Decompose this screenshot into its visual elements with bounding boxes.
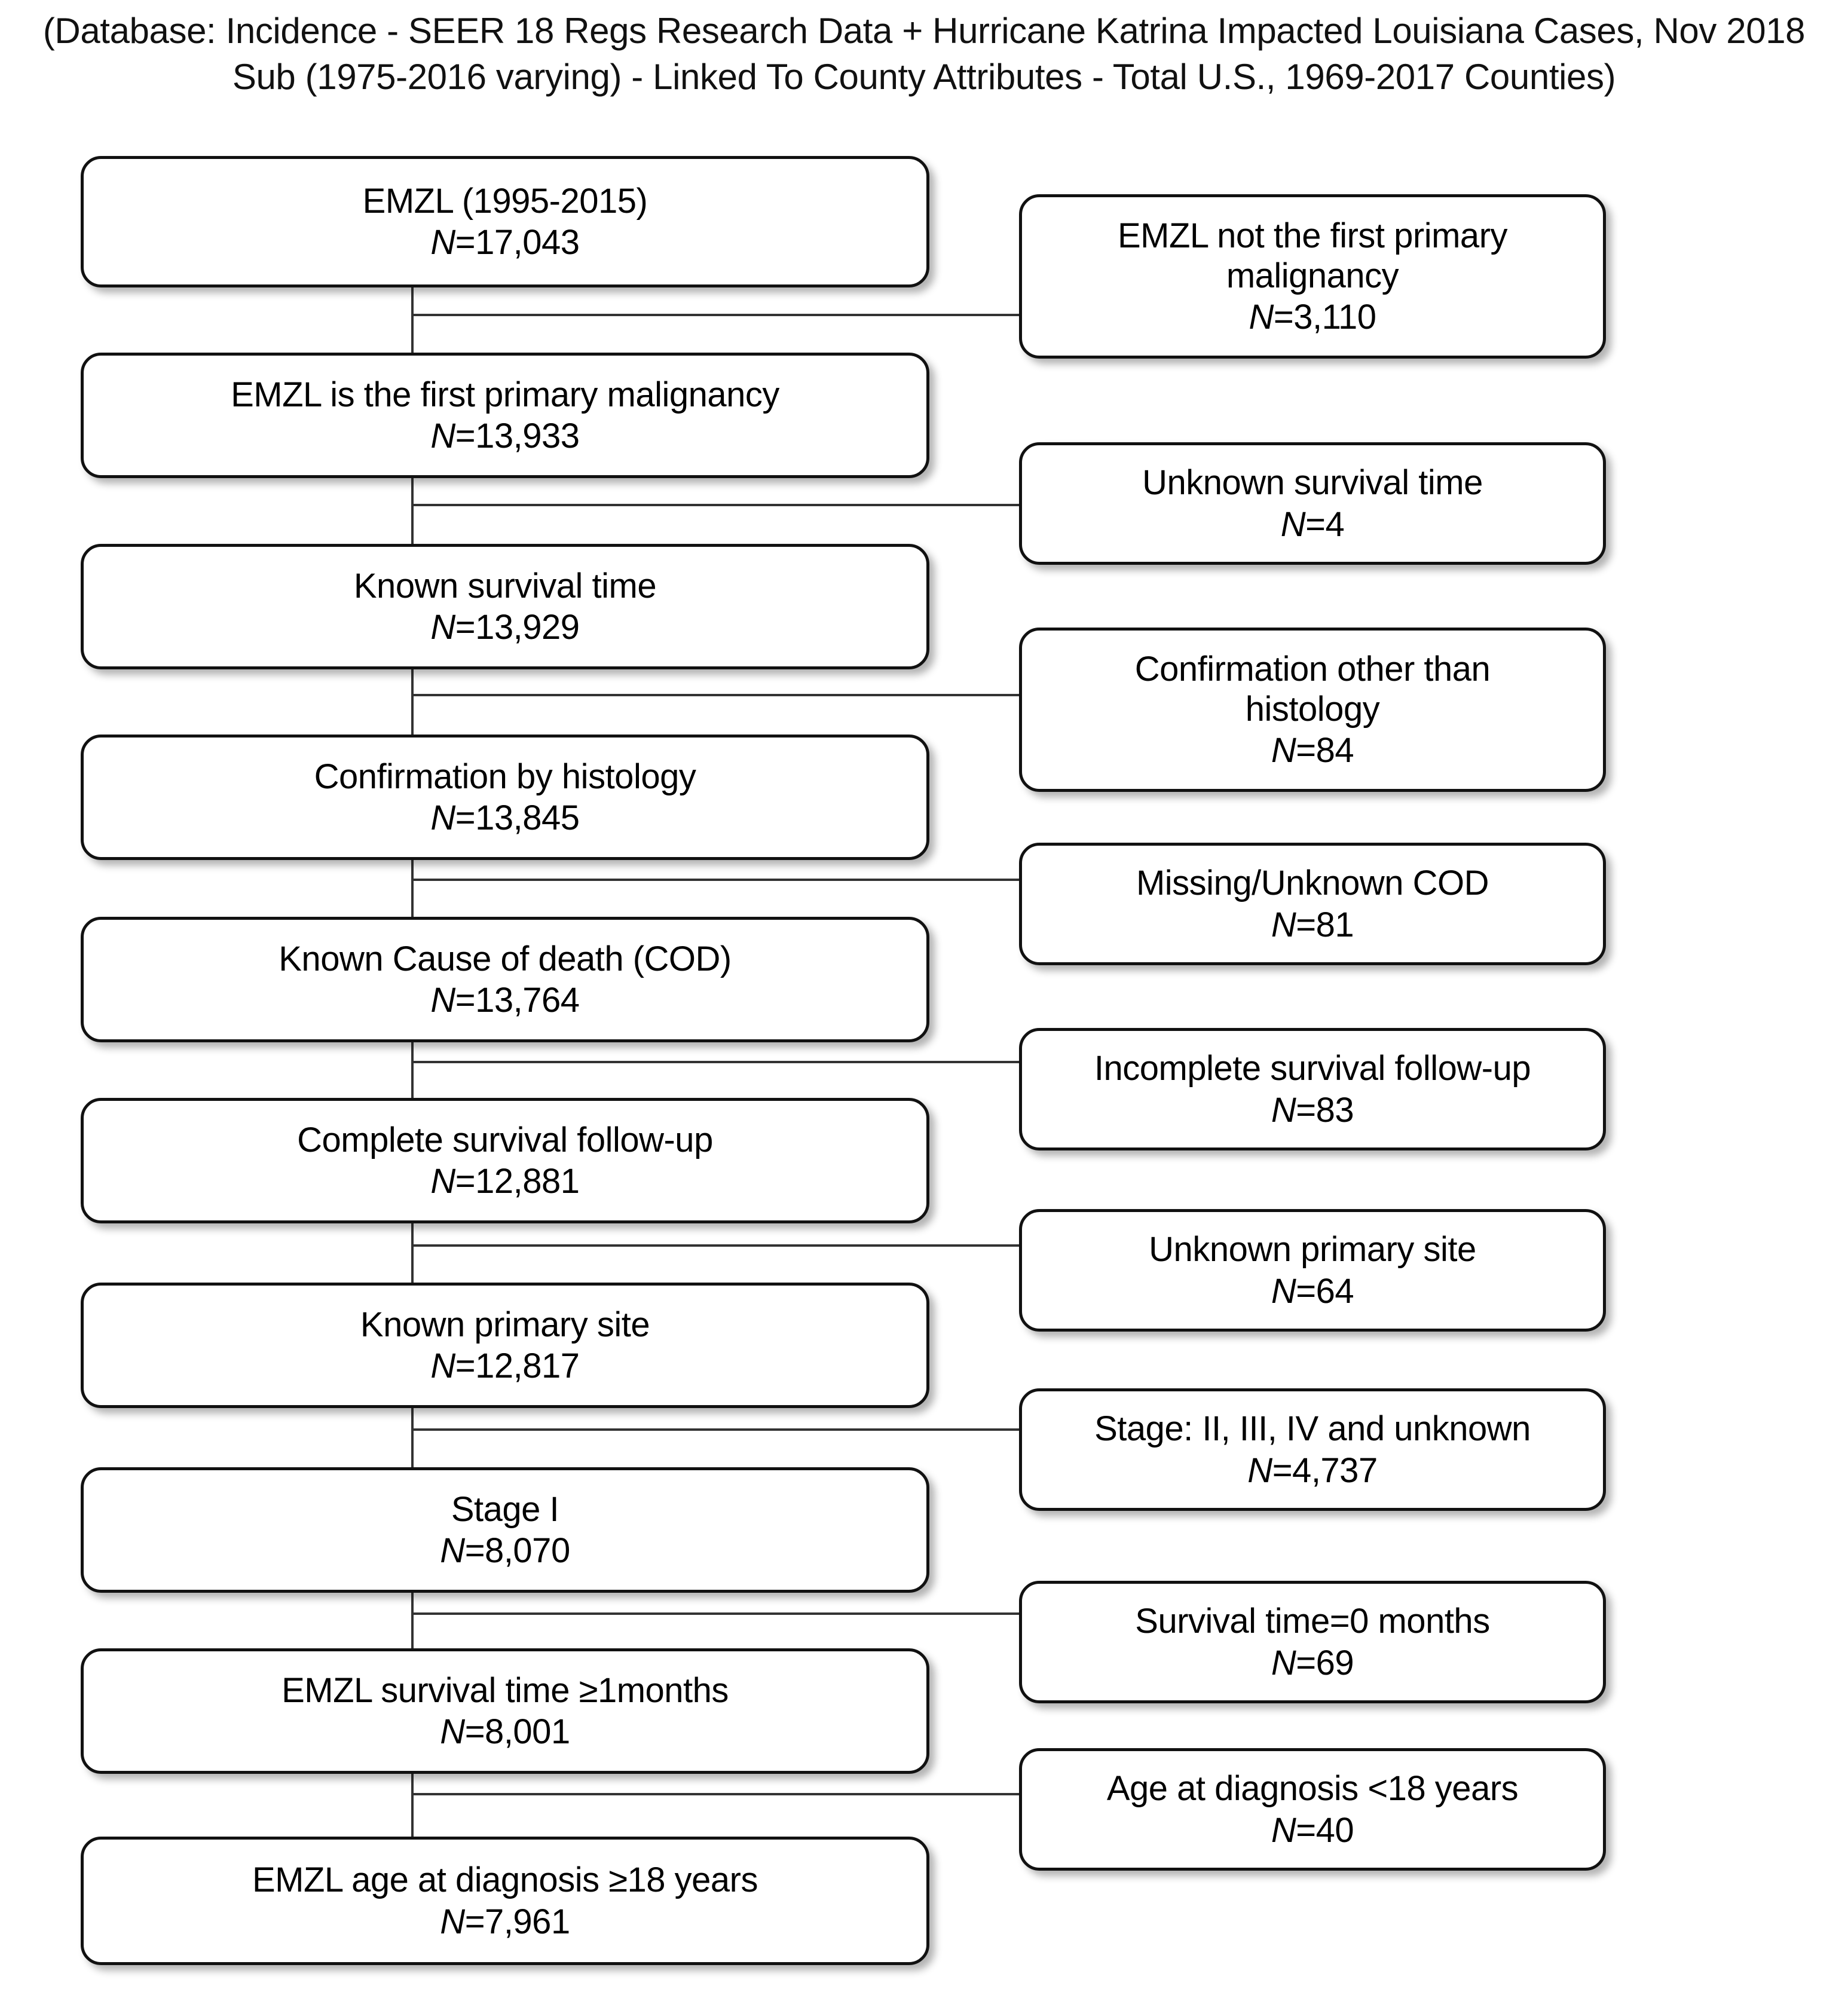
exclusion-node-label: Stage: II, III, IV and unknown — [1094, 1409, 1531, 1449]
flow-node-label: EMZL age at diagnosis ≥18 years — [252, 1861, 758, 1900]
exclusion-node-confirmation-other[interactable]: Confirmation other than histology N=84 — [1019, 628, 1606, 792]
n-symbol: N — [1271, 1810, 1296, 1850]
n-symbol: N — [1271, 1090, 1296, 1130]
n-symbol: N — [430, 798, 455, 837]
flow-node-emzl-total[interactable]: EMZL (1995-2015) N=17,043 — [81, 156, 929, 287]
flow-node-count: N=17,043 — [430, 222, 580, 262]
n-symbol: N — [1280, 504, 1306, 544]
n-symbol: N — [430, 1347, 455, 1385]
flow-node-confirmation-histology[interactable]: Confirmation by histology N=13,845 — [81, 735, 929, 860]
exclusion-node-label: Unknown survival time — [1142, 463, 1483, 503]
n-symbol: N — [430, 417, 455, 455]
flow-node-count: N=12,817 — [430, 1346, 580, 1386]
flow-node-count: N=13,929 — [430, 607, 580, 647]
exclusion-node-count: N=69 — [1271, 1643, 1354, 1683]
exclusion-node-not-first-primary[interactable]: EMZL not the first primary malignancy N=… — [1019, 194, 1606, 359]
exclusion-node-unknown-primary-site[interactable]: Unknown primary site N=64 — [1019, 1209, 1606, 1332]
flow-node-count: N=13,764 — [430, 980, 580, 1020]
exclusion-node-label: Missing/Unknown COD — [1136, 864, 1489, 903]
flow-node-count: N=8,001 — [440, 1712, 570, 1752]
n-value: =8,001 — [464, 1712, 571, 1751]
exclusion-node-label: Age at diagnosis <18 years — [1106, 1769, 1519, 1809]
flow-node-count: N=13,845 — [430, 798, 580, 838]
n-value: =13,929 — [455, 608, 580, 647]
exclusion-node-label: Survival time=0 months — [1135, 1602, 1490, 1641]
flow-node-label: Complete survival follow-up — [297, 1120, 713, 1159]
flow-node-count: N=13,933 — [430, 416, 580, 456]
n-symbol: N — [1247, 1451, 1272, 1490]
exclusion-node-count: N=84 — [1271, 730, 1354, 770]
n-value: =3,110 — [1273, 298, 1376, 337]
n-value: =4,737 — [1272, 1451, 1378, 1490]
n-symbol: N — [440, 1712, 465, 1751]
n-value: =7,961 — [464, 1902, 571, 1941]
n-value: =4 — [1305, 504, 1345, 544]
figure-caption: (Database: Incidence - SEER 18 Regs Rese… — [42, 11, 1806, 97]
flow-node-stage-i[interactable]: Stage I N=8,070 — [81, 1467, 929, 1593]
n-value: =13,764 — [455, 981, 580, 1020]
exclusion-node-incomplete-followup[interactable]: Incomplete survival follow-up N=83 — [1019, 1028, 1606, 1150]
exclusion-node-age-under-18[interactable]: Age at diagnosis <18 years N=40 — [1019, 1748, 1606, 1871]
flow-node-complete-followup[interactable]: Complete survival follow-up N=12,881 — [81, 1098, 929, 1223]
exclusion-node-missing-cod[interactable]: Missing/Unknown COD N=81 — [1019, 843, 1606, 965]
flow-node-label: EMZL is the first primary malignancy — [231, 375, 779, 414]
flow-node-known-survival-time[interactable]: Known survival time N=13,929 — [81, 544, 929, 669]
n-value: =69 — [1296, 1643, 1354, 1682]
n-symbol: N — [430, 981, 455, 1020]
exclusion-node-unknown-survival-time[interactable]: Unknown survival time N=4 — [1019, 442, 1606, 565]
n-value: =12,881 — [455, 1162, 580, 1201]
flow-node-survival-ge-1-month[interactable]: EMZL survival time ≥1months N=8,001 — [81, 1648, 929, 1774]
flow-node-count: N=12,881 — [430, 1161, 580, 1201]
n-symbol: N — [440, 1531, 465, 1570]
n-symbol: N — [1271, 1643, 1296, 1682]
flow-node-count: N=8,070 — [440, 1531, 570, 1571]
flow-node-label: EMZL survival time ≥1months — [282, 1670, 729, 1710]
exclusion-node-label: Unknown primary site — [1149, 1230, 1476, 1269]
exclusion-node-count: N=64 — [1271, 1271, 1354, 1311]
n-symbol: N — [1249, 298, 1274, 337]
exclusion-node-label: EMZL not the first primary malignancy — [1117, 216, 1508, 295]
exclusion-node-label: Confirmation other than histology — [1134, 649, 1491, 729]
flow-node-label: Known primary site — [360, 1305, 650, 1344]
n-symbol: N — [440, 1902, 465, 1941]
flow-node-known-primary-site[interactable]: Known primary site N=12,817 — [81, 1283, 929, 1408]
n-symbol: N — [430, 608, 455, 647]
n-symbol: N — [1271, 905, 1296, 944]
n-value: =83 — [1296, 1090, 1354, 1130]
exclusion-node-count: N=4,737 — [1247, 1451, 1378, 1491]
exclusion-node-count: N=3,110 — [1249, 297, 1376, 337]
n-value: =12,817 — [455, 1347, 580, 1385]
exclusion-node-count: N=4 — [1281, 504, 1345, 544]
n-value: =17,043 — [455, 223, 580, 262]
flow-node-known-cod[interactable]: Known Cause of death (COD) N=13,764 — [81, 917, 929, 1042]
flow-node-count: N=7,961 — [440, 1902, 570, 1942]
n-value: =8,070 — [464, 1531, 571, 1570]
exclusion-node-stage-ii-iii-iv[interactable]: Stage: II, III, IV and unknown N=4,737 — [1019, 1388, 1606, 1511]
exclusion-node-survival-zero-months[interactable]: Survival time=0 months N=69 — [1019, 1581, 1606, 1703]
flow-node-label: Known Cause of death (COD) — [279, 939, 732, 978]
exclusion-node-count: N=40 — [1271, 1810, 1354, 1850]
n-symbol: N — [1271, 1271, 1296, 1311]
n-value: =84 — [1296, 731, 1354, 770]
flow-node-label: Stage I — [451, 1489, 559, 1529]
flow-node-label: EMZL (1995-2015) — [362, 181, 648, 221]
n-value: =40 — [1296, 1810, 1354, 1850]
flow-node-label: Confirmation by histology — [314, 757, 696, 796]
flow-node-age-ge-18[interactable]: EMZL age at diagnosis ≥18 years N=7,961 — [81, 1837, 929, 1965]
n-value: =13,845 — [455, 798, 580, 837]
exclusion-node-count: N=81 — [1271, 905, 1354, 945]
exclusion-node-count: N=83 — [1271, 1090, 1354, 1130]
exclusion-node-label: Incomplete survival follow-up — [1094, 1049, 1531, 1088]
flow-node-label: Known survival time — [353, 566, 657, 605]
n-symbol: N — [430, 223, 455, 262]
n-value: =13,933 — [455, 417, 580, 455]
n-symbol: N — [1271, 731, 1296, 770]
n-value: =81 — [1296, 905, 1354, 944]
flow-node-first-primary[interactable]: EMZL is the first primary malignancy N=1… — [81, 353, 929, 478]
n-symbol: N — [430, 1162, 455, 1201]
n-value: =64 — [1296, 1271, 1354, 1311]
